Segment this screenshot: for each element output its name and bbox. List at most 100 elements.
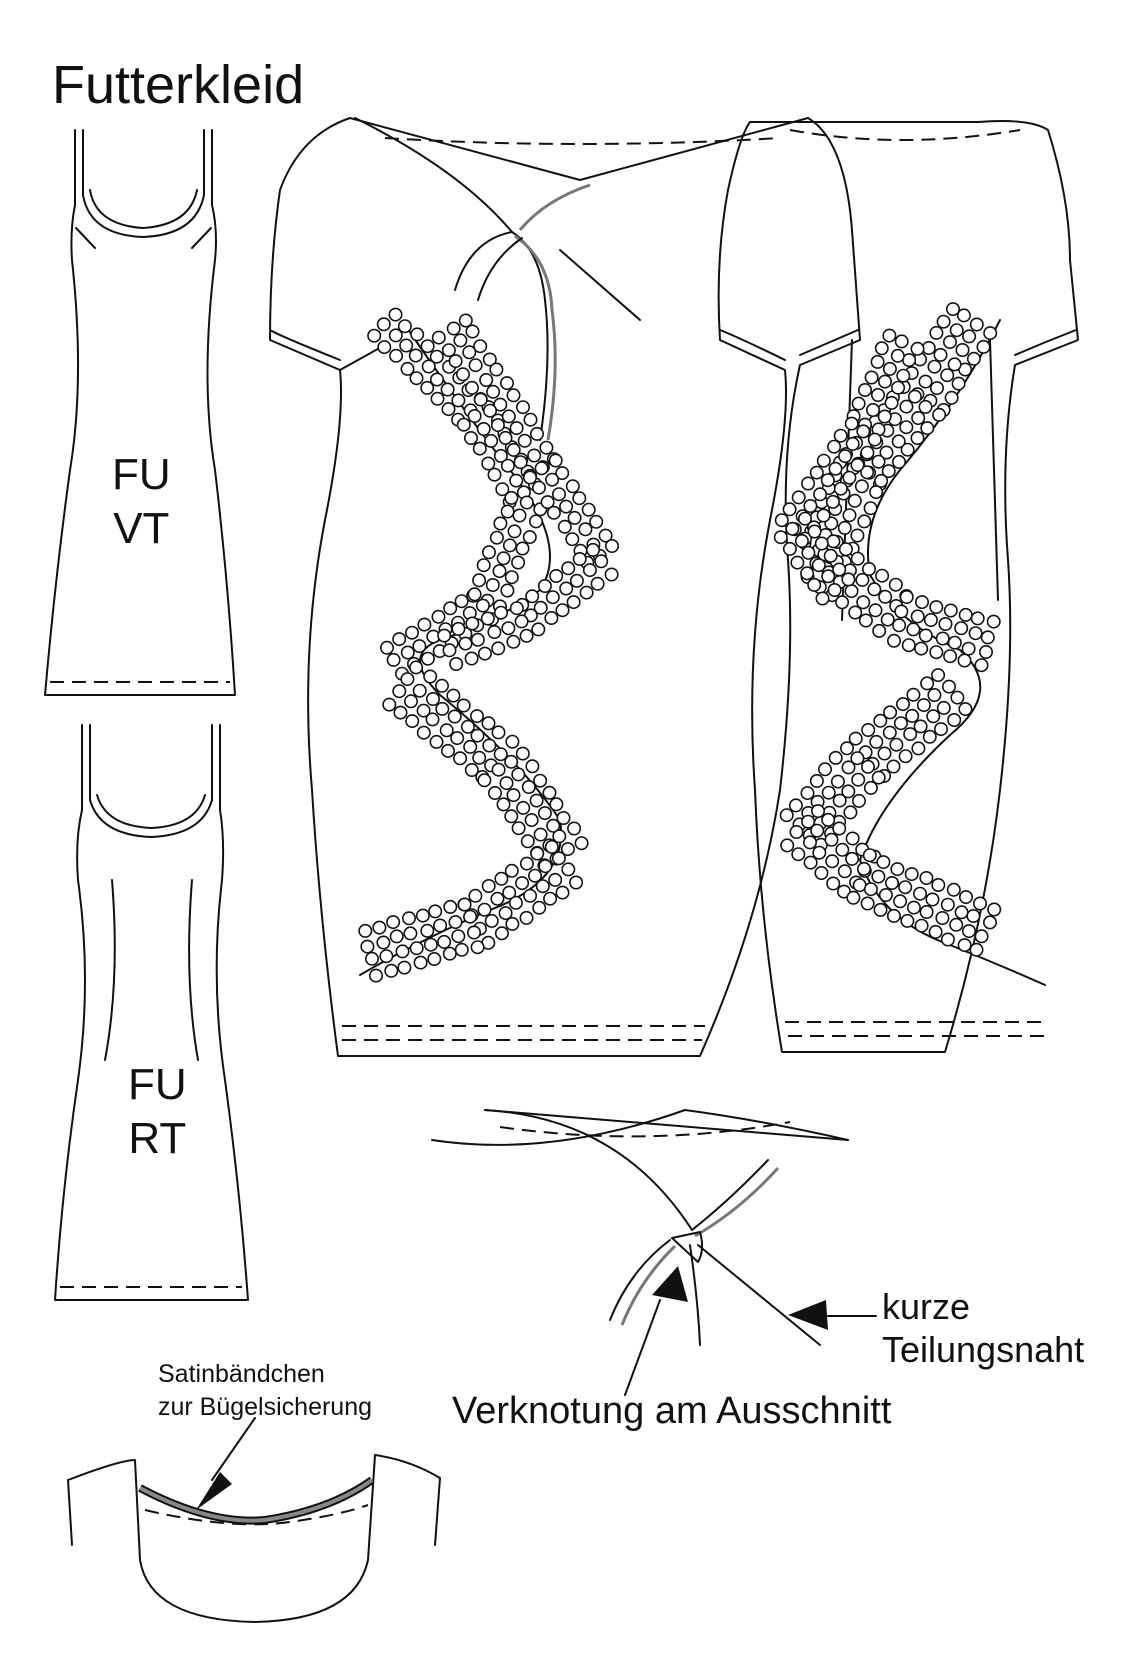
ornament-dot bbox=[933, 347, 948, 362]
ornament-dot bbox=[515, 541, 530, 556]
ornament-dot bbox=[421, 359, 436, 374]
ornament-dot bbox=[415, 908, 430, 923]
ornament-dot bbox=[838, 449, 853, 464]
ornament-dot bbox=[493, 605, 508, 620]
ornament-dot bbox=[942, 335, 957, 350]
ornament-dot bbox=[858, 613, 873, 628]
ornament-dot bbox=[940, 932, 955, 947]
ornament-dot bbox=[481, 878, 496, 893]
ornament-dot bbox=[367, 328, 382, 343]
ornament-dot bbox=[368, 968, 383, 983]
ornament-dot bbox=[393, 705, 408, 720]
ornament-dot bbox=[773, 530, 788, 545]
ornament-dot bbox=[495, 482, 510, 497]
ornament-dot bbox=[441, 402, 456, 417]
ornament-dot bbox=[487, 624, 502, 639]
ornament-dot bbox=[898, 880, 913, 895]
ornament-dot bbox=[504, 809, 519, 824]
ornament-dot bbox=[790, 555, 805, 570]
ornament-dot bbox=[890, 862, 905, 877]
ornament-dot bbox=[477, 902, 492, 917]
ornament-dot bbox=[893, 716, 908, 731]
ornament-dot bbox=[425, 691, 440, 706]
ornament-dot bbox=[803, 498, 818, 513]
ornament-dot bbox=[842, 508, 857, 523]
ornament-dot bbox=[465, 616, 480, 631]
ornament-dot bbox=[987, 902, 1002, 917]
ornament-dot bbox=[851, 772, 866, 787]
ornament-dot bbox=[884, 395, 899, 410]
ornament-dot bbox=[954, 621, 969, 636]
ornament-dot bbox=[565, 532, 580, 547]
ornament-dot bbox=[920, 676, 935, 691]
ornament-dot bbox=[511, 821, 526, 836]
ornament-dot bbox=[779, 808, 794, 823]
ornament-dot bbox=[504, 570, 519, 585]
ornament-dot bbox=[522, 530, 537, 545]
ornament-dot bbox=[873, 902, 888, 917]
dot-ornament-back bbox=[773, 302, 1002, 957]
ornament-dot bbox=[429, 349, 444, 364]
ornament-dot bbox=[913, 719, 928, 734]
ornament-dot bbox=[850, 551, 865, 566]
ornament-dot bbox=[472, 573, 487, 588]
ornament-dot bbox=[409, 941, 424, 956]
ornament-dot bbox=[559, 499, 574, 514]
ornament-dot bbox=[814, 865, 829, 880]
ornament-dot bbox=[878, 887, 893, 902]
ornament-dot bbox=[957, 938, 972, 953]
ornament-dot bbox=[801, 814, 816, 829]
ornament-dot bbox=[479, 372, 494, 387]
ornament-dot bbox=[821, 785, 836, 800]
ornament-dot bbox=[507, 524, 522, 539]
ornament-dot bbox=[409, 371, 424, 386]
ornament-dot bbox=[871, 770, 886, 785]
ornament-dot bbox=[814, 536, 829, 551]
ornament-dot bbox=[555, 466, 570, 481]
ornament-dot bbox=[484, 913, 499, 928]
ornament-dot bbox=[551, 487, 566, 502]
ornament-dot bbox=[873, 713, 888, 728]
satin-ribbon-label-line1: Satinbändchen bbox=[158, 1360, 325, 1388]
ornament-dot bbox=[567, 821, 582, 836]
ornament-dot bbox=[501, 409, 516, 424]
ornament-dot bbox=[511, 555, 526, 570]
ornament-dot bbox=[951, 376, 966, 391]
ornament-dot bbox=[825, 494, 840, 509]
ornament-dot bbox=[861, 722, 876, 737]
lining-front-label: FU VT bbox=[112, 448, 171, 555]
ornament-dot bbox=[384, 963, 399, 978]
ornament-dot bbox=[529, 426, 544, 441]
ornament-dot bbox=[851, 793, 866, 808]
ornament-dot bbox=[926, 709, 941, 724]
ornament-dot bbox=[921, 340, 936, 355]
ornament-dot bbox=[523, 412, 538, 427]
ornament-dot bbox=[980, 630, 995, 645]
ornament-dot bbox=[809, 773, 824, 788]
ornament-dot bbox=[505, 734, 520, 749]
ornament-dot bbox=[446, 688, 461, 703]
ornament-dot bbox=[542, 785, 557, 800]
ornament-dot bbox=[928, 924, 943, 939]
short-seam-label: kurze Teilungsnaht bbox=[882, 1285, 1084, 1371]
ornament-dot bbox=[843, 805, 858, 820]
satin-ribbon-label-line2: zur Bügelsicherung bbox=[158, 1392, 373, 1421]
ornament-dot bbox=[838, 542, 853, 557]
dot-ornament-front bbox=[358, 307, 619, 983]
short-seam-label-line2: Teilungsnaht bbox=[882, 1329, 1085, 1371]
lining-front-label-line2: VT bbox=[113, 503, 170, 553]
ornament-dot bbox=[532, 900, 547, 915]
ornament-dot bbox=[881, 464, 896, 479]
ornament-dot bbox=[933, 722, 948, 737]
ornament-dot bbox=[851, 396, 866, 411]
ornament-dot bbox=[515, 876, 530, 891]
ornament-dot bbox=[911, 410, 926, 425]
ornament-dot bbox=[475, 598, 490, 613]
ornament-dot bbox=[446, 321, 461, 336]
ornament-dot bbox=[949, 917, 964, 932]
ornament-dot bbox=[807, 577, 822, 592]
ornament-dot bbox=[386, 915, 401, 930]
ornament-dot bbox=[423, 669, 438, 684]
ornament-dot bbox=[865, 402, 880, 417]
ornament-dot bbox=[844, 416, 859, 431]
